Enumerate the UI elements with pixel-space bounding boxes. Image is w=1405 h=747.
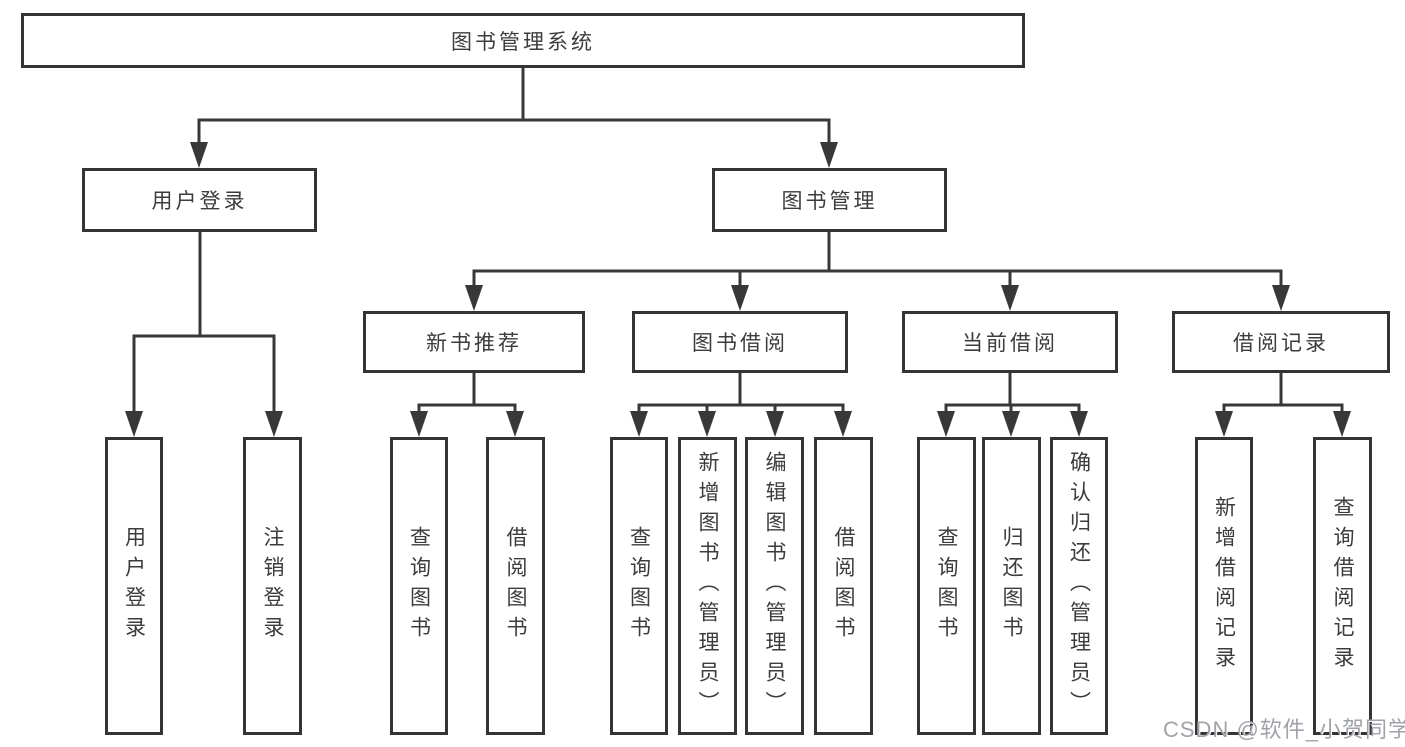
leaf-borrow-books-recommend: 借阅图书: [486, 437, 545, 735]
node-book-borrow: 图书借阅: [632, 311, 848, 373]
leaf-confirm-return-admin: 确认归还（管理员）: [1050, 437, 1108, 735]
leaf-add-book-admin: 新增图书（管理员）: [678, 437, 737, 735]
leaf-user-login: 用户登录: [105, 437, 163, 735]
leaf-query-borrow-record: 查询借阅记录: [1313, 437, 1372, 735]
leaf-query-books-recommend: 查询图书: [390, 437, 448, 735]
node-user-login: 用户登录: [82, 168, 317, 232]
node-book-management: 图书管理: [712, 168, 947, 232]
leaf-query-books-current: 查询图书: [917, 437, 976, 735]
leaf-logout: 注销登录: [243, 437, 302, 735]
leaf-edit-book-admin: 编辑图书（管理员）: [745, 437, 804, 735]
watermark: CSDN @软件_小贺同学: [1163, 717, 1405, 742]
node-new-book-recommend: 新书推荐: [363, 311, 585, 373]
node-root: 图书管理系统: [21, 13, 1025, 68]
leaf-add-borrow-record: 新增借阅记录: [1195, 437, 1253, 735]
leaf-query-books-borrow: 查询图书: [610, 437, 668, 735]
node-borrow-records: 借阅记录: [1172, 311, 1390, 373]
node-current-borrow: 当前借阅: [902, 311, 1118, 373]
leaf-borrow-books: 借阅图书: [814, 437, 873, 735]
leaf-return-book: 归还图书: [982, 437, 1041, 735]
